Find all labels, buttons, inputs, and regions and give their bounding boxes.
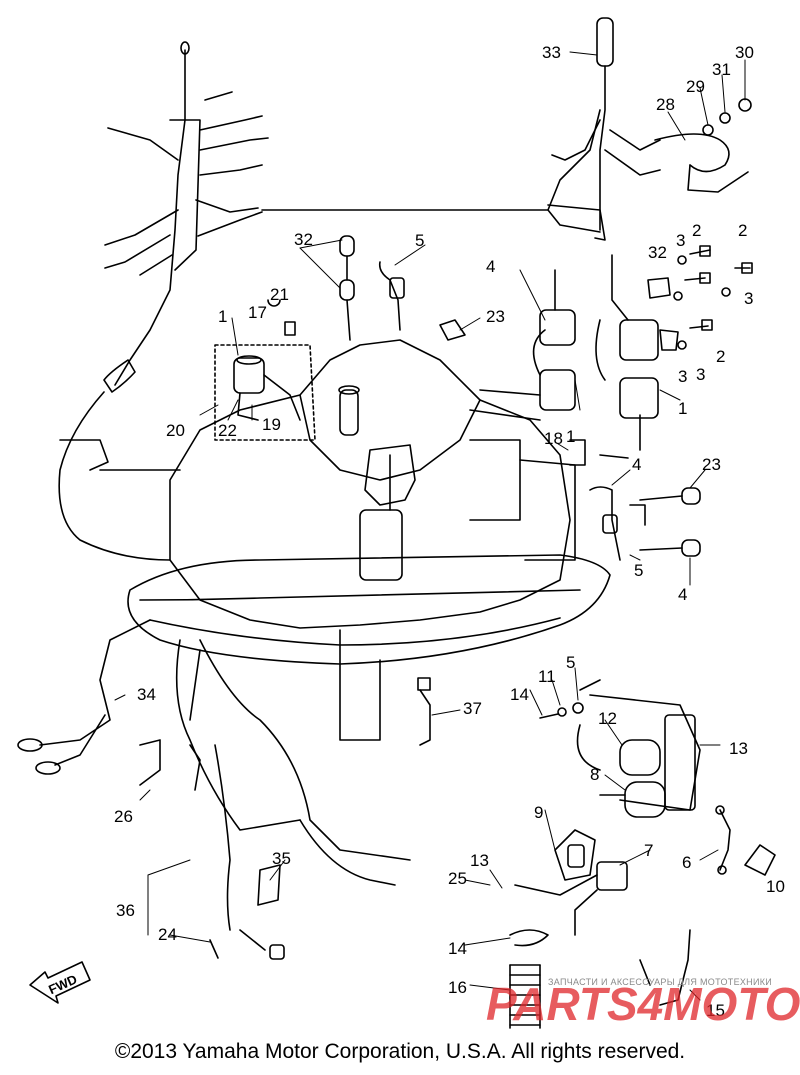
spring-15 — [509, 964, 541, 1029]
part-number-label: 18 — [544, 429, 563, 448]
regulator-6 — [514, 861, 628, 936]
part-number-label: 4 — [678, 585, 687, 604]
part-number-label: 24 — [158, 925, 177, 944]
engine-block — [169, 339, 576, 629]
left-cable — [58, 391, 181, 561]
part-number-label: 13 — [470, 851, 489, 870]
relay-assembly-17 — [214, 299, 316, 441]
part-number-label: 3 — [744, 289, 753, 308]
part-number-label: 34 — [137, 685, 156, 704]
part-number-label: 5 — [634, 561, 643, 580]
part-number-label: 25 — [448, 869, 467, 888]
part-number-label: 32 — [648, 243, 667, 262]
part-number-label: 11 — [538, 667, 556, 686]
lower-cowling — [127, 554, 611, 741]
right-wire-harness — [261, 17, 661, 241]
clamps-4 — [439, 319, 646, 526]
ignition-coils-1 — [469, 254, 659, 451]
part-number-label: 12 — [598, 709, 617, 728]
part-number-label: 3 — [696, 365, 705, 384]
lower-cables — [17, 619, 431, 960]
part-number-label: 1 — [566, 427, 575, 446]
part-number-label: 26 — [114, 807, 133, 826]
watermark-logo: PARTS4MOTO.RU — [486, 978, 800, 1030]
part-number-label: 30 — [735, 43, 754, 62]
part-number-label: 6 — [682, 853, 691, 872]
part-number-label: 3 — [676, 231, 685, 250]
watermark-logo-text: PARTS4MOTO.RU — [486, 978, 800, 1030]
part-number-label: 5 — [566, 653, 575, 672]
part-number-label: 33 — [542, 43, 561, 62]
part-number-label: 15 — [706, 1001, 725, 1020]
part-number-label: 32 — [294, 230, 313, 249]
part-number-label: 2 — [692, 221, 701, 240]
part-number-label: 4 — [632, 455, 641, 474]
part-number-label: 13 — [729, 739, 748, 758]
part-number-label: 29 — [686, 77, 705, 96]
leader-lines — [114, 51, 746, 1001]
junction-box-12 — [539, 679, 701, 811]
spark-plug-caps-5 — [339, 235, 701, 557]
watermark-tagline: ЗАПЧАСТИ И АКСЕССУАРЫ ДЛЯ МОТОТЕХНИКИ — [548, 977, 773, 987]
part-number-label: 5 — [415, 231, 424, 250]
coil-bolts — [647, 245, 753, 351]
main-wire-harness — [103, 41, 269, 393]
lead-10 — [715, 805, 776, 876]
fwd-arrow: FWD — [29, 961, 91, 1004]
part-number-label: 7 — [644, 841, 653, 860]
part-number-label: 3 — [678, 367, 687, 386]
part-number-label: 17 — [248, 303, 267, 322]
part-number-label: 1 — [678, 399, 687, 418]
part-number-label: 9 — [534, 803, 543, 822]
part-number-label: 31 — [712, 60, 731, 79]
part-number-label: 16 — [448, 978, 467, 997]
part-number-label: 21 — [270, 285, 289, 304]
rectifier-8-9 — [576, 724, 666, 818]
part-number-label: 19 — [262, 415, 281, 434]
part-number-label: 23 — [486, 307, 505, 326]
part-number-label: 35 — [272, 849, 291, 868]
part-number-label: 36 — [116, 901, 135, 920]
part-number-label: 2 — [716, 347, 725, 366]
part-number-label: 8 — [590, 765, 599, 784]
grommet-7 — [554, 829, 596, 881]
copyright-notice: ©2013 Yamaha Motor Corporation, U.S.A. A… — [114, 1040, 686, 1063]
part-number-label: 4 — [486, 257, 495, 276]
part-number-label: 28 — [656, 95, 675, 114]
part-number-label: 14 — [510, 685, 529, 704]
part-number-label: 22 — [218, 421, 237, 440]
part-number-label: 20 — [166, 421, 185, 440]
part-number-label: 14 — [448, 939, 467, 958]
sensors-23 — [378, 261, 621, 561]
part-number-label: 2 — [738, 221, 747, 240]
part-number-label: 23 — [702, 455, 721, 474]
part-number-label: 1 — [218, 307, 227, 326]
part-number-label: 10 — [766, 877, 785, 896]
clip-spring-cable — [509, 929, 691, 1029]
part-number-label: 37 — [463, 699, 482, 718]
